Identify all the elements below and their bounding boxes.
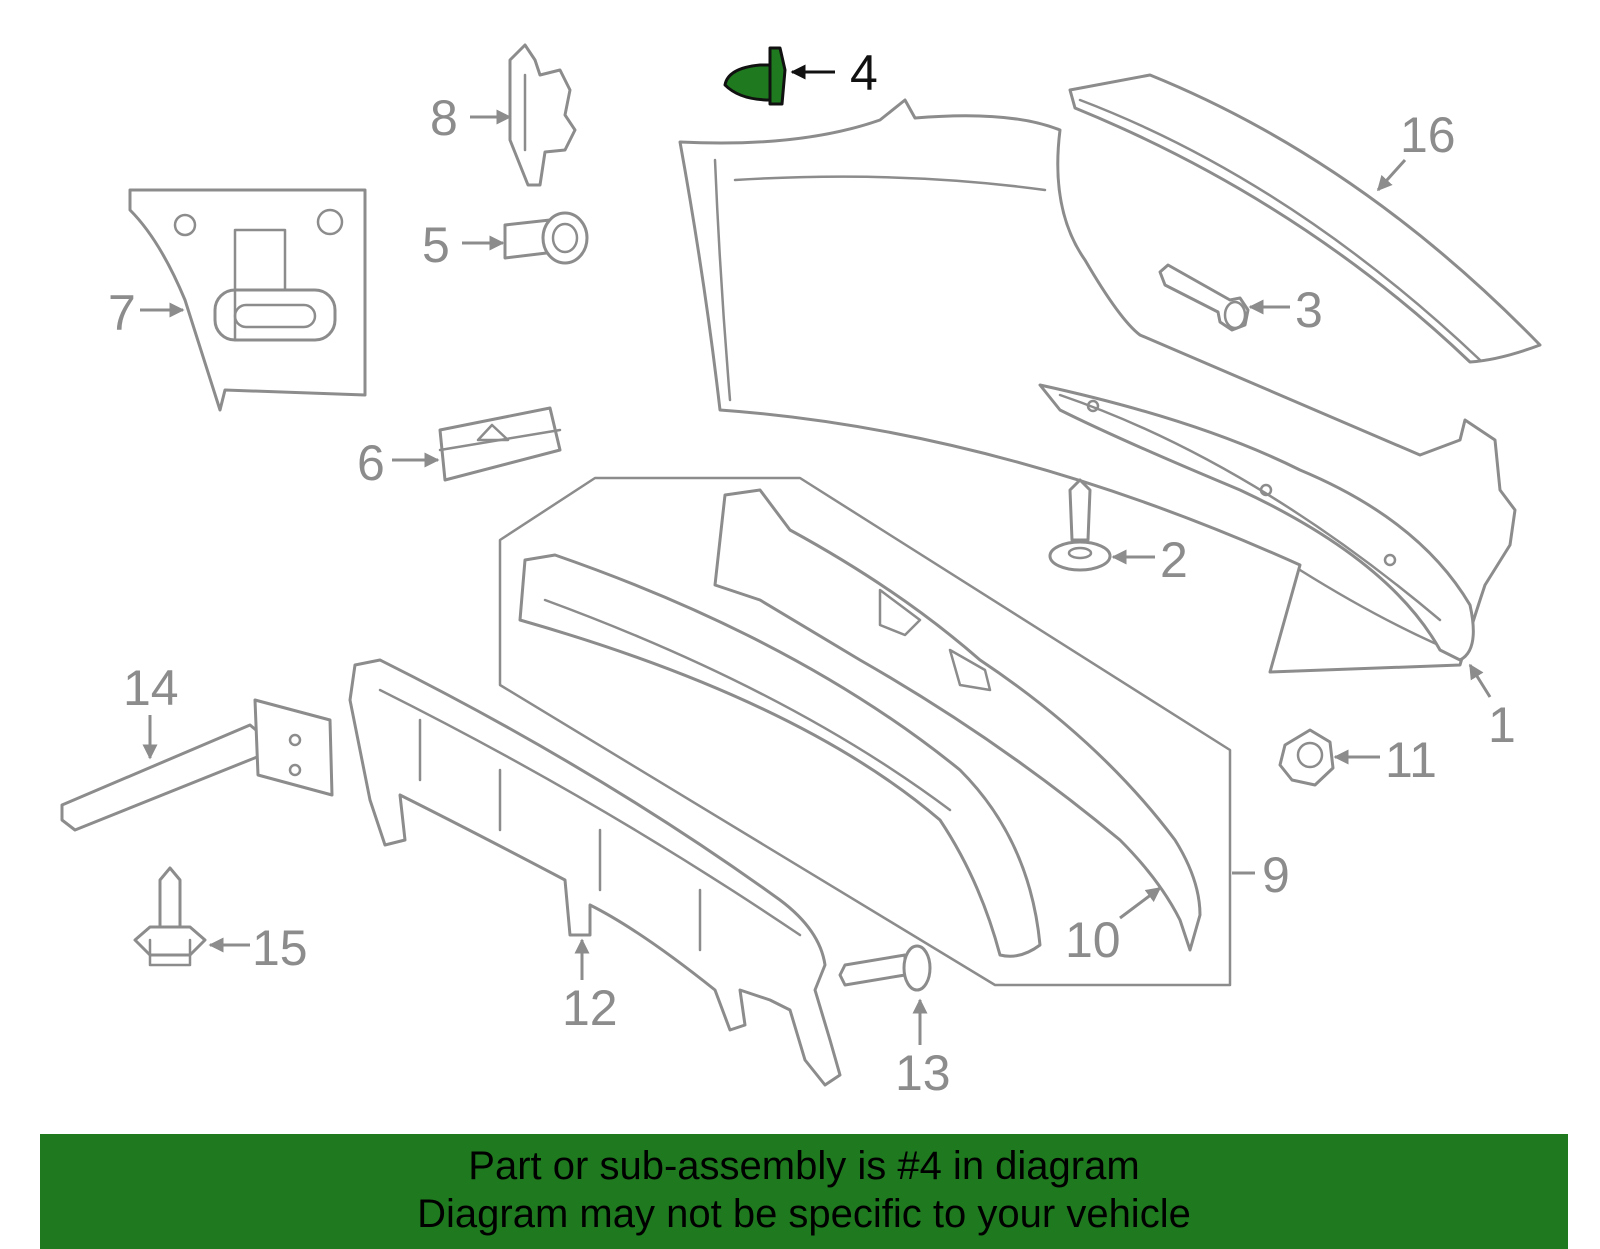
callout-15: 15 xyxy=(252,920,308,976)
callout-2: 2 xyxy=(1160,532,1188,588)
part-7-side-bracket[interactable] xyxy=(128,188,367,412)
callout-16: 16 xyxy=(1400,107,1456,163)
info-banner: Part or sub-assembly is #4 in diagram Di… xyxy=(40,1134,1568,1249)
callout-6: 6 xyxy=(357,435,385,491)
callout-11: 11 xyxy=(1385,732,1437,788)
callout-8: 8 xyxy=(430,90,458,146)
part-6-insert[interactable] xyxy=(438,406,562,482)
banner-line-1: Part or sub-assembly is #4 in diagram xyxy=(468,1144,1140,1188)
callout-12: 12 xyxy=(562,980,618,1036)
callout-3: 3 xyxy=(1295,282,1323,338)
part-13-bolt[interactable] xyxy=(838,944,932,992)
banner-line-2: Diagram may not be specific to your vehi… xyxy=(417,1192,1191,1236)
part-9-assembly-box xyxy=(498,476,1232,987)
arrow-16 xyxy=(1376,158,1407,192)
callout-7: 7 xyxy=(108,285,136,341)
part-16-spoiler[interactable] xyxy=(1068,73,1542,364)
part-10-reinforcement[interactable] xyxy=(518,488,1202,958)
callout-labels: 4 8 5 7 6 16 3 2 1 11 9 10 14 15 12 13 xyxy=(108,45,1516,1101)
part-12-absorber[interactable] xyxy=(348,658,842,1087)
part-11-nut[interactable] xyxy=(1278,728,1335,787)
arrow-10 xyxy=(1119,886,1162,920)
callout-14: 14 xyxy=(123,660,179,716)
part-2-push-pin[interactable] xyxy=(1048,478,1112,572)
callout-1: 1 xyxy=(1488,697,1516,753)
callout-10: 10 xyxy=(1065,912,1121,968)
part-8-clip[interactable] xyxy=(508,43,577,187)
leader-arrows xyxy=(140,64,1492,1045)
part-14-bracket[interactable] xyxy=(60,698,334,832)
arrow-1 xyxy=(1468,663,1492,698)
callout-4: 4 xyxy=(850,45,878,101)
part-5-grommet[interactable] xyxy=(503,211,589,265)
callout-9: 9 xyxy=(1262,847,1290,903)
part-4-clip-highlighted[interactable] xyxy=(723,46,787,106)
callout-5: 5 xyxy=(422,217,450,273)
callout-13: 13 xyxy=(895,1045,951,1101)
part-3-pin[interactable] xyxy=(1158,263,1250,332)
part-1-bumper-cover[interactable] xyxy=(678,98,1517,674)
part-15-bolt[interactable] xyxy=(133,866,207,967)
